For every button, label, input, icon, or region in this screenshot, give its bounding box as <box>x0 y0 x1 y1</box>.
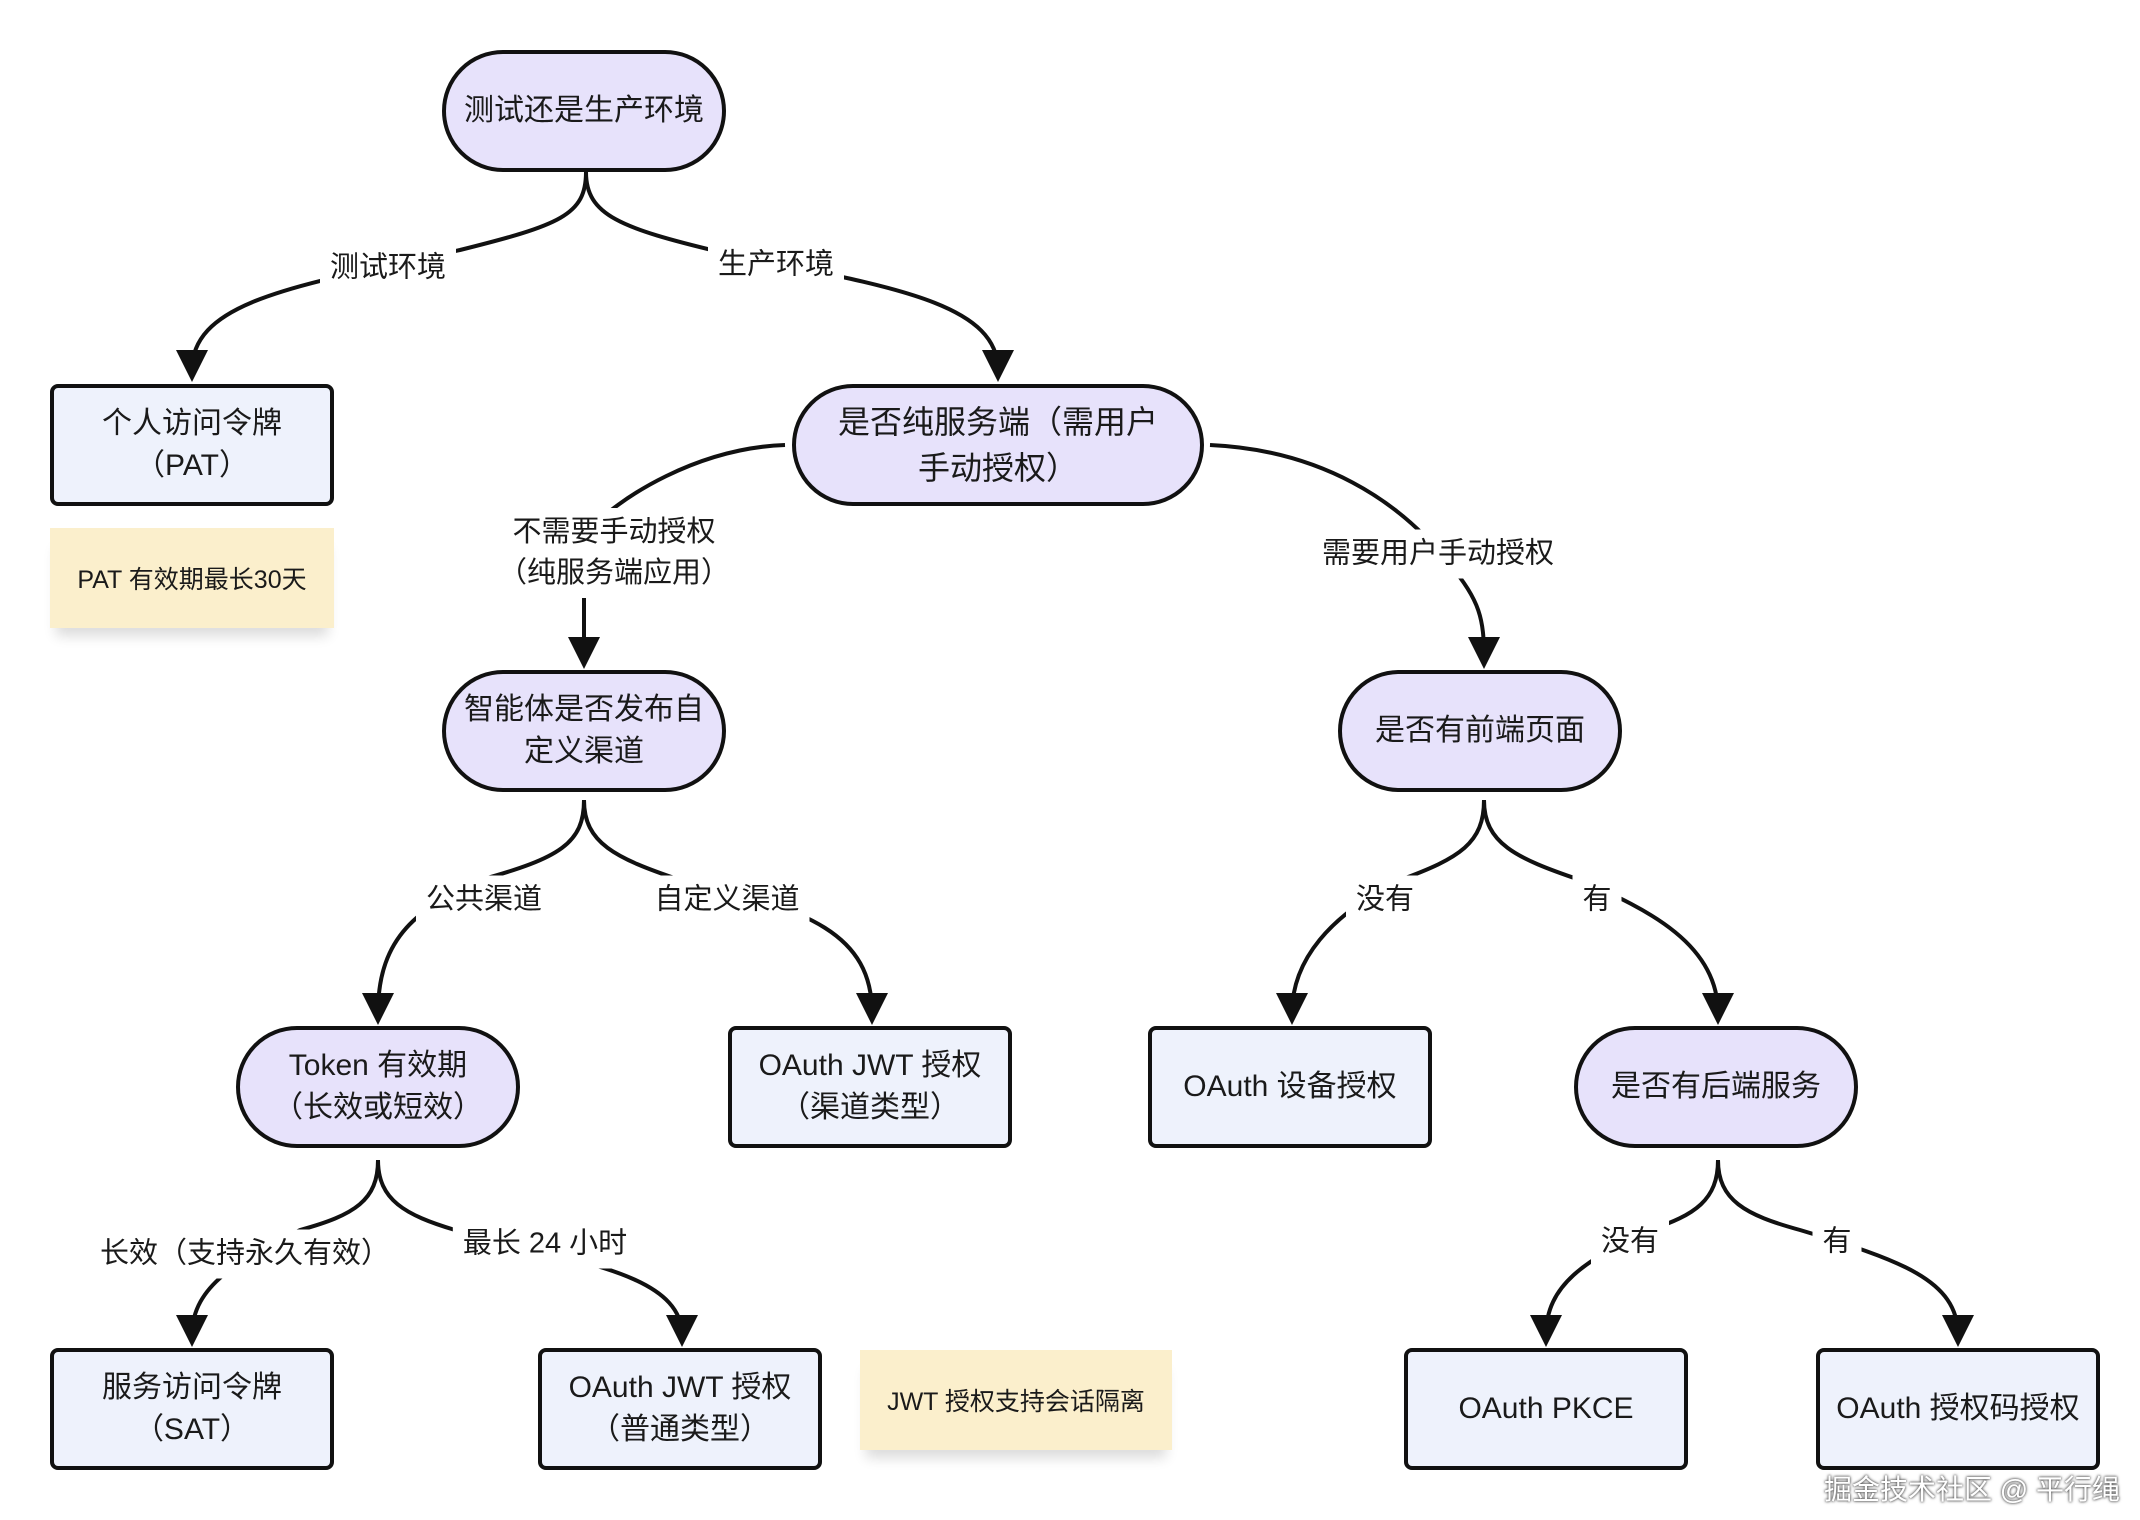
node-pat-label: 个人访问令牌 （PAT） <box>102 407 282 482</box>
note-jwt-session: JWT 授权支持会话隔离 <box>860 1350 1172 1450</box>
edge-label-test-env: 测试环境 <box>319 243 457 293</box>
note-jwt-session-label: JWT 授权支持会话隔离 <box>887 1388 1145 1416</box>
node-jwt-normal: OAuth JWT 授权 （普通类型） <box>538 1348 822 1470</box>
node-device-auth-label: OAuth 设备授权 <box>1183 1070 1397 1103</box>
node-jwt-channel: OAuth JWT 授权 （渠道类型） <box>728 1026 1012 1148</box>
edge-backend-to-auth-code <box>1716 1159 1974 1347</box>
node-jwt-normal-label: OAuth JWT 授权 （普通类型） <box>568 1371 792 1446</box>
node-token-validity-label: Token 有效期 （长效或短效） <box>273 1049 483 1124</box>
node-jwt-channel-label: OAuth JWT 授权 （渠道类型） <box>758 1049 982 1124</box>
edge-label-backend-no: 没有 <box>1590 1217 1670 1267</box>
node-backend-decision: 是否有后端服务 <box>1574 1026 1858 1148</box>
edge-label-public-channel: 公共渠道 <box>415 875 553 925</box>
note-pat-validity: PAT 有效期最长30天 <box>50 528 334 628</box>
node-token-validity-decision: Token 有效期 （长效或短效） <box>236 1026 520 1148</box>
node-device-auth: OAuth 设备授权 <box>1148 1026 1432 1148</box>
node-backend-label: 是否有后端服务 <box>1611 1070 1821 1103</box>
node-auth-code-label: OAuth 授权码授权 <box>1836 1392 2080 1425</box>
node-sat-label: 服务访问令牌 （SAT） <box>102 1371 282 1446</box>
note-pat-validity-label: PAT 有效期最长30天 <box>77 566 307 594</box>
node-frontend-decision: 是否有前端页面 <box>1338 670 1622 792</box>
node-server-only-decision: 是否纯服务端（需用户 手动授权） <box>792 384 1204 506</box>
edge-label-frontend-yes: 有 <box>1572 875 1622 925</box>
edge-label-no-manual-auth: 不需要手动授权 （纯服务端应用） <box>487 508 741 598</box>
node-pkce-label: OAuth PKCE <box>1458 1392 1634 1425</box>
node-pkce: OAuth PKCE <box>1404 1348 1688 1470</box>
node-root-label: 测试还是生产环境 <box>464 94 704 127</box>
node-agent-channel-label: 智能体是否发布自 定义渠道 <box>464 693 704 768</box>
edge-label-custom-channel: 自定义渠道 <box>644 875 810 925</box>
node-sat: 服务访问令牌 （SAT） <box>50 1348 334 1470</box>
node-auth-code: OAuth 授权码授权 <box>1816 1348 2100 1470</box>
edge-label-long-term: 长效（支持永久有效） <box>89 1229 401 1279</box>
node-frontend-label: 是否有前端页面 <box>1375 714 1585 747</box>
edge-label-need-manual-auth: 需要用户手动授权 <box>1311 529 1565 579</box>
edge-label-prod-env: 生产环境 <box>707 240 845 290</box>
node-agent-channel-decision: 智能体是否发布自 定义渠道 <box>442 670 726 792</box>
watermark: 掘金技术社区 @ 平行绳 <box>1824 1474 2120 1505</box>
edge-label-backend-yes: 有 <box>1812 1217 1862 1267</box>
node-pat: 个人访问令牌 （PAT） <box>50 384 334 506</box>
node-server-only-label: 是否纯服务端（需用户 手动授权） <box>837 404 1158 486</box>
edge-label-max-24h: 最长 24 小时 <box>452 1219 638 1269</box>
node-root-decision: 测试还是生产环境 <box>442 50 726 172</box>
edge-label-frontend-no: 没有 <box>1345 875 1425 925</box>
